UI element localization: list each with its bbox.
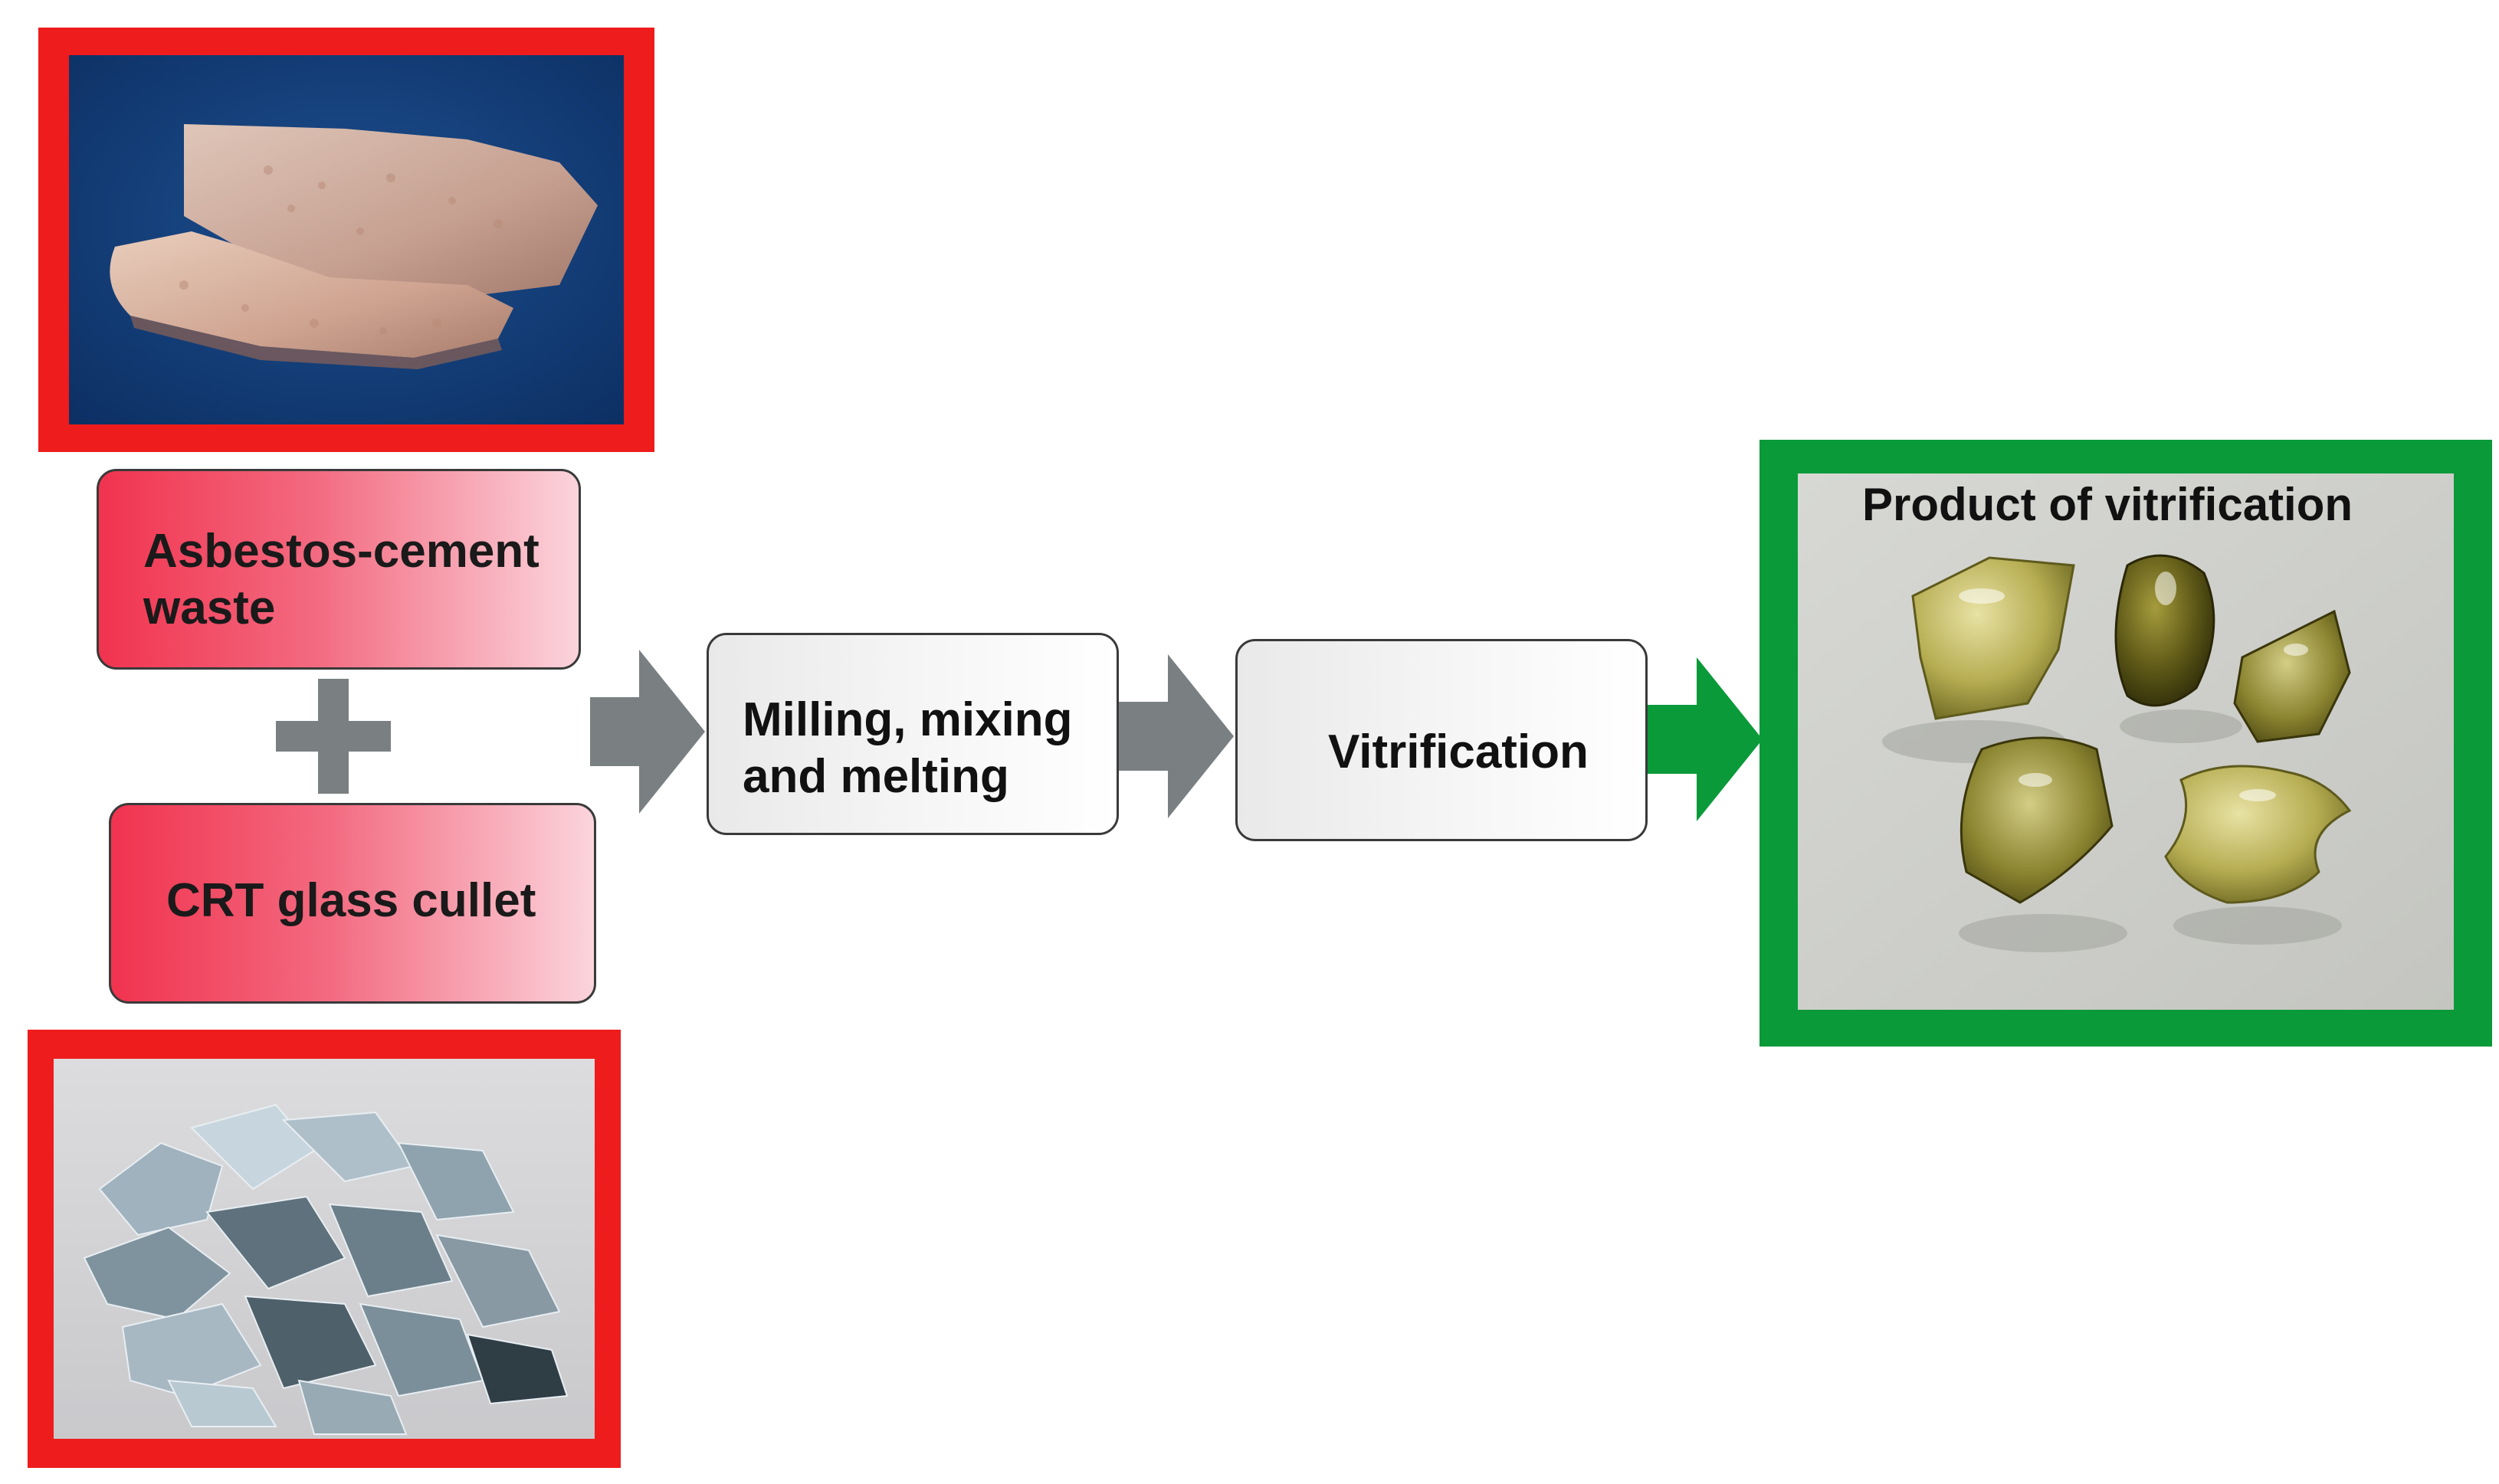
asbestos-label-line2: waste: [143, 581, 276, 634]
asbestos-label-line1: Asbestos-cement: [143, 525, 539, 578]
plus-icon: [276, 679, 391, 794]
milling-mixing-melting-box: Milling, mixing and melting: [707, 633, 1119, 835]
step2-label: Vitrification: [1328, 726, 1589, 778]
vitrification-box: Vitrification: [1235, 639, 1648, 841]
arrow-right-icon: [1648, 657, 1763, 821]
crt-label: CRT glass cullet: [166, 874, 536, 927]
asbestos-cement-photo: [69, 55, 624, 424]
arrow-right-icon: [590, 650, 705, 814]
step1-label-line2: and melting: [743, 750, 1009, 803]
step1-label-line1: Milling, mixing: [743, 693, 1073, 746]
product-title: Product of vitrification: [1862, 479, 2353, 530]
asbestos-cement-waste-box: Asbestos-cement waste: [97, 469, 581, 670]
crt-glass-cullet-box: CRT glass cullet: [109, 803, 596, 1004]
crt-photo-frame: [28, 1030, 621, 1468]
crt-glass-cullet-photo: [54, 1059, 595, 1439]
vitrification-product-photo: [1798, 473, 2454, 1010]
asbestos-photo-frame: [38, 28, 654, 452]
product-photo-frame: Product of vitrification: [1759, 440, 2492, 1047]
arrow-right-icon: [1119, 654, 1234, 818]
